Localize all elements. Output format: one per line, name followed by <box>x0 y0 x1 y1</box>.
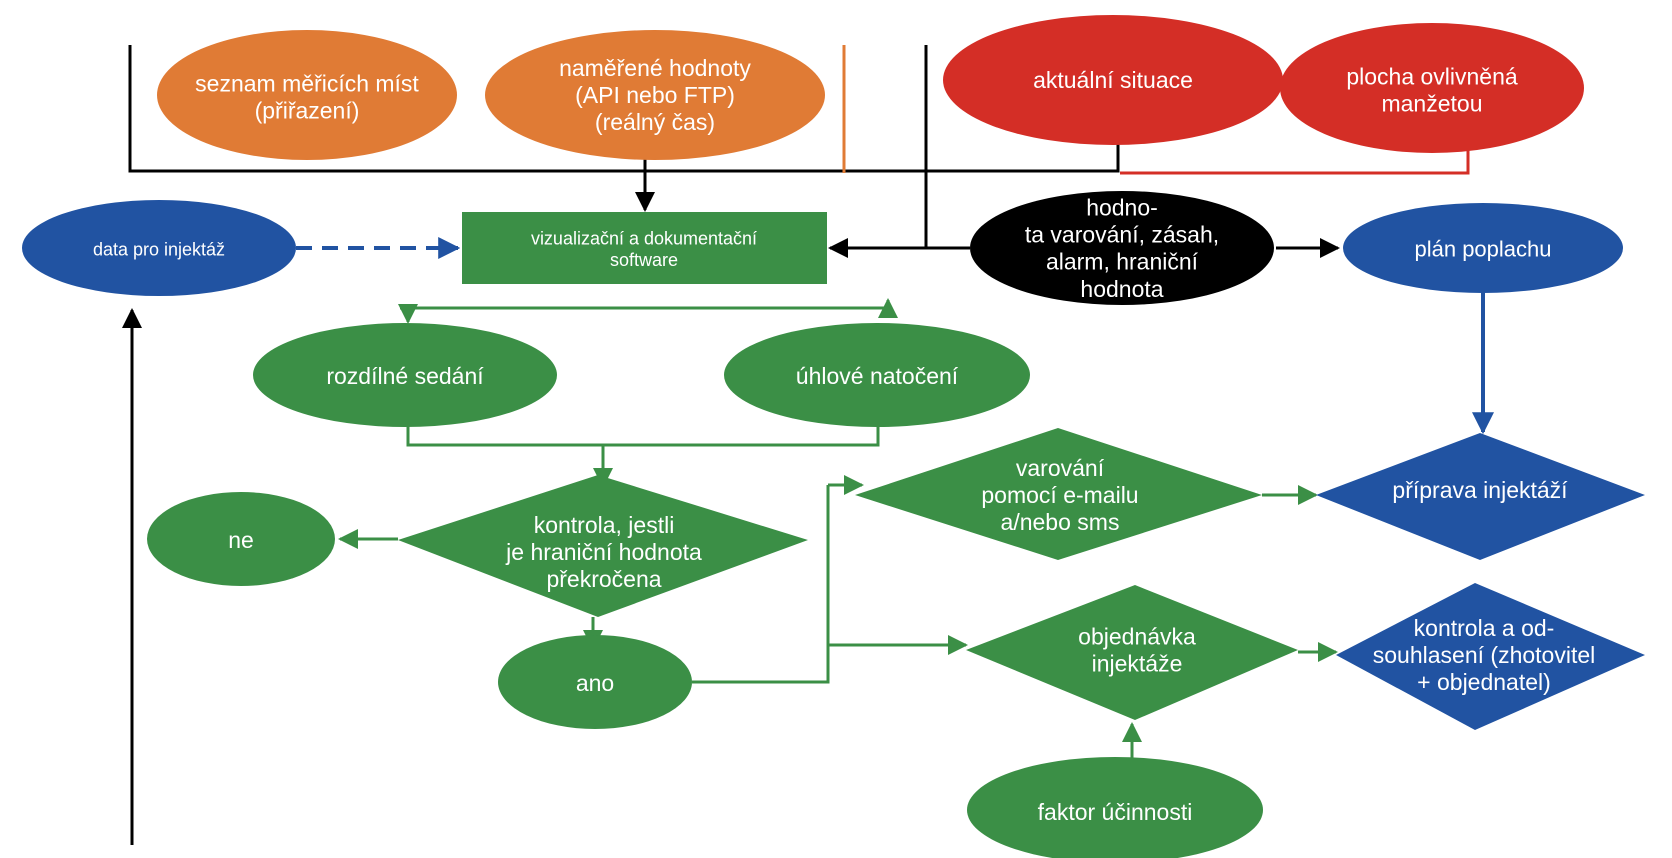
priprava-label-line: příprava injektáží <box>1392 477 1568 503</box>
ano-label-line: ano <box>576 670 614 696</box>
namerene-label-line: (reálný čas) <box>595 109 715 135</box>
objednavka-label-line: objednávka <box>1078 623 1196 649</box>
seznam-label-line: seznam měřicích míst <box>195 70 419 96</box>
plan-label-line: plán poplachu <box>1414 237 1551 262</box>
kontrola-label-line: je hraniční hodnota <box>505 539 702 565</box>
node-rozdilne: rozdílné sedání <box>253 323 557 427</box>
node-ne: ne <box>147 492 335 586</box>
node-seznam: seznam měřicích míst(přiřazení) <box>157 30 457 160</box>
ano-label: ano <box>576 670 614 696</box>
seznam-label-line: (přiřazení) <box>255 98 360 124</box>
connector-measurements-to-kontrola <box>406 425 880 447</box>
node-faktor: faktor účinnosti <box>967 757 1263 858</box>
connector-sources-bracket <box>128 45 1120 173</box>
odsouhlaseni-label-line: kontrola a od- <box>1414 615 1555 641</box>
data_injektaz-label: data pro injektáž <box>93 239 225 259</box>
plan-label: plán poplachu <box>1414 237 1551 262</box>
nodes: seznam měřicích míst(přiřazení) naměřené… <box>22 15 1645 858</box>
software-label-line: vizualizační a dokumentační <box>531 229 757 249</box>
node-data-injektaz: data pro injektáž <box>22 200 296 296</box>
hodnota-label-line: hodnota <box>1080 276 1163 302</box>
ne-label-line: ne <box>228 527 254 553</box>
uhlove-label: úhlové natočení <box>796 363 959 389</box>
uhlove-label-line: úhlové natočení <box>796 363 959 389</box>
seznam-label: seznam měřicích míst(přiřazení) <box>195 70 419 123</box>
rozdilne-label-line: rozdílné sedání <box>326 363 484 389</box>
objednavka-label-line: injektáže <box>1092 651 1183 677</box>
plocha-label-line: manžetou <box>1381 91 1482 117</box>
node-plan: plán poplachu <box>1343 203 1623 293</box>
faktor-label-line: faktor účinnosti <box>1038 799 1193 825</box>
kontrola-label-line: překročena <box>546 566 661 592</box>
hodnota-label: hodno-ta varování, zásah,alarm, hraniční… <box>1025 194 1219 301</box>
software-label-line: software <box>610 250 678 270</box>
data_injektaz-label-line: data pro injektáž <box>93 239 225 259</box>
odsouhlaseni-label: kontrola a od-souhlasení (zhotovitel+ ob… <box>1373 615 1595 695</box>
connector-ano-branch <box>692 485 830 684</box>
odsouhlaseni-label-line: + objednatel) <box>1417 669 1551 695</box>
kontrola-label-line: kontrola, jestli <box>534 512 675 538</box>
node-priprava: příprava injektáží <box>1316 433 1645 560</box>
node-namerene: naměřené hodnoty(API nebo FTP)(reálný ča… <box>485 30 825 160</box>
rozdilne-label: rozdílné sedání <box>326 363 484 389</box>
node-aktualni: aktuální situace <box>943 15 1283 145</box>
node-odsouhlaseni: kontrola a od-souhlasení (zhotovitel+ ob… <box>1336 583 1645 730</box>
namerene-label: naměřené hodnoty(API nebo FTP)(reálný ča… <box>559 55 751 135</box>
varovani-label-line: a/nebo sms <box>1001 509 1120 535</box>
node-uhlove: úhlové natočení <box>724 323 1030 427</box>
varovani-label-line: varování <box>1016 455 1105 481</box>
hodnota-label-line: hodno- <box>1086 194 1158 220</box>
hodnota-label-line: alarm, hraniční <box>1046 249 1199 275</box>
aktualni-label: aktuální situace <box>1033 67 1193 93</box>
priprava-label: příprava injektáží <box>1392 477 1568 503</box>
namerene-label-line: (API nebo FTP) <box>575 82 735 108</box>
varovani-label-line: pomocí e-mailu <box>981 482 1138 508</box>
connectors <box>122 45 1494 845</box>
odsouhlaseni-label-line: souhlasení (zhotovitel <box>1373 642 1595 668</box>
ne-label: ne <box>228 527 254 553</box>
plocha-label-line: plocha ovlivněná <box>1346 63 1518 89</box>
faktor-label: faktor účinnosti <box>1038 799 1193 825</box>
node-ano: ano <box>498 635 692 729</box>
node-hodnota: hodno-ta varování, zásah,alarm, hraniční… <box>970 191 1274 305</box>
namerene-label-line: naměřené hodnoty <box>559 55 751 81</box>
aktualni-label-line: aktuální situace <box>1033 67 1193 93</box>
hodnota-label-line: ta varování, zásah, <box>1025 221 1219 247</box>
